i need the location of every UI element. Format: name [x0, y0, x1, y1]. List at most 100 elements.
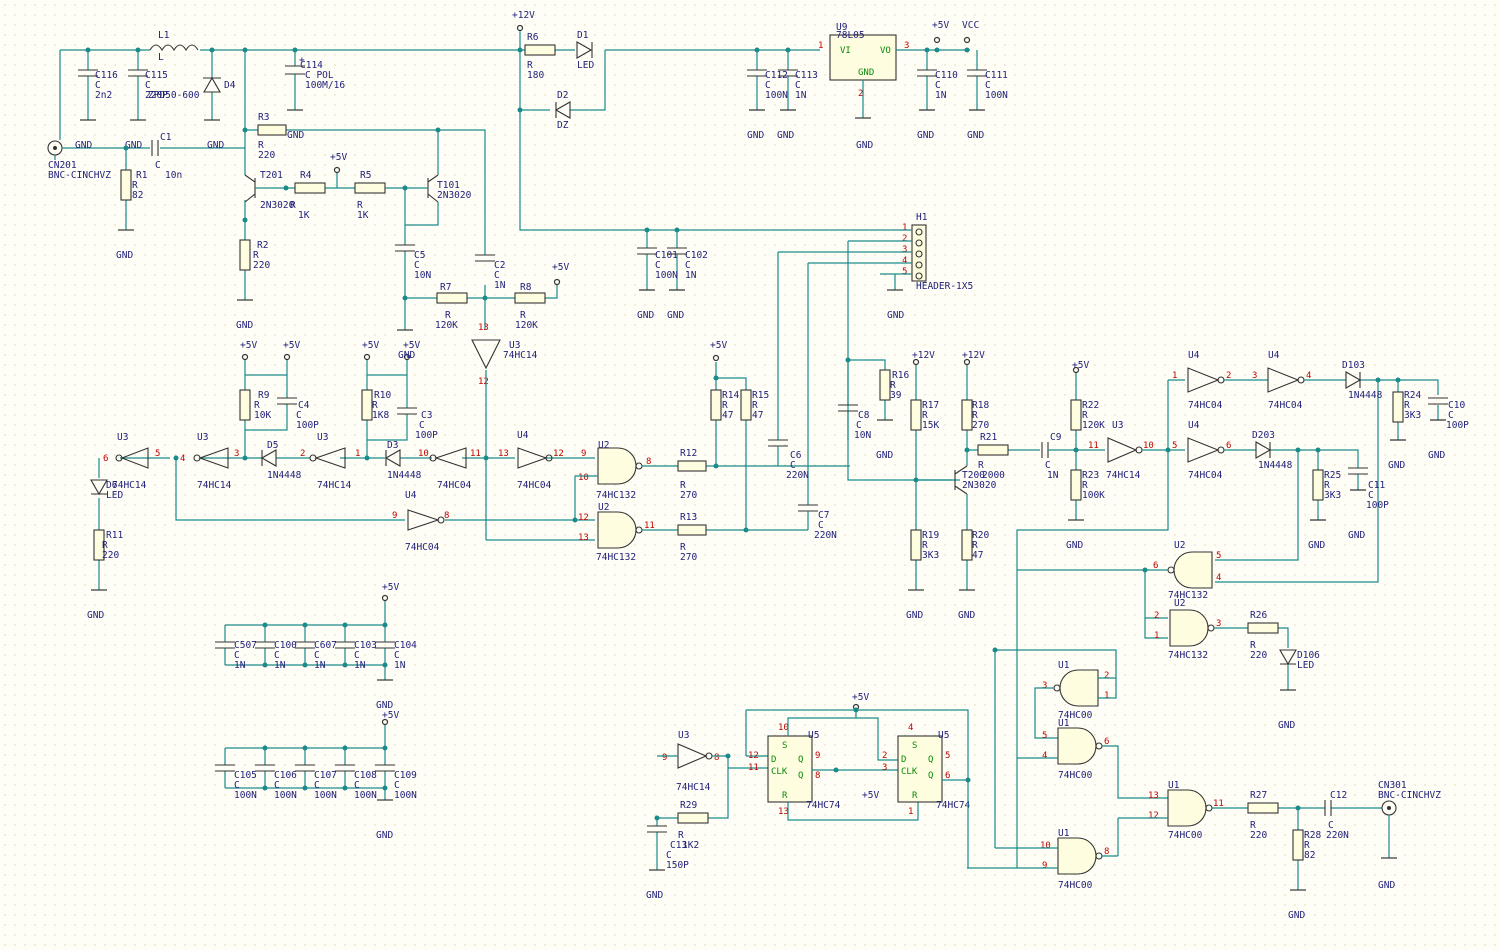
svg-text:10: 10 — [418, 449, 429, 459]
svg-text:D: D — [901, 755, 906, 765]
r7-type: R — [445, 310, 451, 321]
gnd-r2: GND — [236, 320, 253, 331]
svg-text:9: 9 — [662, 753, 667, 763]
c2-type: C — [494, 270, 500, 281]
u1-c-ref: U1 — [1168, 780, 1180, 791]
r22-type: R — [1082, 410, 1088, 421]
svg-text:9: 9 — [392, 511, 397, 521]
c115-value: 220P — [145, 90, 168, 101]
svg-text:5: 5 — [945, 751, 950, 761]
u4-a-value: 74HC04 — [437, 480, 472, 491]
d3-ref: D3 — [387, 440, 398, 451]
u4-d-value: 74HC04 — [1188, 400, 1223, 411]
u3-b-value: 74HC14 — [197, 480, 232, 491]
r27-ref: R27 — [1250, 790, 1267, 801]
d203-ref: D203 — [1252, 430, 1275, 441]
svg-text:S: S — [782, 741, 787, 751]
svg-text:1: 1 — [1172, 371, 1177, 381]
svg-text:5: 5 — [1216, 551, 1221, 561]
svg-text:12: 12 — [748, 751, 759, 761]
vcc-u9: VCC — [962, 20, 979, 31]
gnd-c112: GND — [747, 130, 764, 141]
c114-value: 100M/16 — [305, 80, 345, 91]
c9-ref: C9 — [1050, 432, 1062, 443]
gnd-u9: GND — [856, 140, 873, 151]
u5-a-ref: U5 — [808, 730, 819, 741]
c12-type: C — [1328, 820, 1334, 831]
u3-c-ref: U3 — [317, 432, 328, 443]
u4-d-ref: U4 — [1188, 350, 1200, 361]
h1-value: HEADER-1X5 — [916, 281, 973, 292]
u3-c-value: 74HC14 — [317, 480, 352, 491]
c12-value: 220N — [1326, 830, 1349, 841]
r14-type: R — [722, 400, 728, 411]
c6-ref: C6 — [790, 450, 802, 461]
u4-c-value: 74HC04 — [405, 542, 440, 553]
r3-value: 220 — [258, 150, 275, 161]
c100-type: C — [274, 650, 280, 661]
svg-text:2: 2 — [300, 449, 305, 459]
t201-ref: T201 — [260, 170, 283, 181]
p5-u5-bottom: +5V — [862, 790, 879, 801]
r6-ref: R6 — [527, 32, 539, 43]
cn301-value: BNC-CINCHVZ — [1378, 790, 1441, 801]
svg-text:8: 8 — [646, 457, 651, 467]
t200-ref: T200 — [962, 470, 985, 481]
gnd-c113: GND — [777, 130, 794, 141]
c109-ref: C109 — [394, 770, 417, 781]
r26-value: 220 — [1250, 650, 1267, 661]
c507-ref: C507 — [234, 640, 257, 651]
gnd-r24: GND — [1388, 460, 1405, 471]
c108-type: C — [354, 780, 360, 791]
u1-d-ref: U1 — [1058, 828, 1070, 839]
c113-type: C — [795, 80, 801, 91]
u1-d-value: 74HC00 — [1058, 880, 1093, 891]
svg-text:8: 8 — [444, 511, 449, 521]
svg-text:4: 4 — [1306, 371, 1311, 381]
gnd-r23: GND — [1066, 540, 1083, 551]
c5-ref: C5 — [414, 250, 425, 261]
svg-text:2: 2 — [1104, 671, 1109, 681]
r2-ref: R2 — [257, 240, 268, 251]
svg-text:5: 5 — [1172, 441, 1177, 451]
r1-ref: R1 — [136, 170, 148, 181]
r4-ref: R4 — [300, 170, 312, 181]
d5-value: 1N4448 — [267, 470, 302, 481]
c102-ref: C102 — [685, 250, 708, 261]
d106-ref: D106 — [1297, 650, 1320, 661]
svg-text:11: 11 — [470, 449, 481, 459]
gnd-r19: GND — [906, 610, 923, 621]
c108-value: 100N — [354, 790, 377, 801]
svg-text:9: 9 — [815, 751, 820, 761]
c111-value: 100N — [985, 90, 1008, 101]
c10-ref: C10 — [1448, 400, 1465, 411]
r15-value: 47 — [752, 410, 763, 421]
gnd-c101: GND — [637, 310, 654, 321]
c115-type: C — [145, 80, 151, 91]
r29-type: R — [678, 830, 684, 841]
gnd-h1: GND — [887, 310, 904, 321]
r1-value: 82 — [132, 190, 143, 201]
u2-d-ref: U2 — [1174, 598, 1185, 609]
r15-ref: R15 — [752, 390, 769, 401]
svg-text:Q: Q — [798, 755, 803, 765]
svg-text:3: 3 — [902, 245, 907, 255]
svg-text:CLK: CLK — [901, 767, 918, 777]
r14-value: 47 — [722, 410, 733, 421]
u3-a-value: 74HC14 — [112, 480, 147, 491]
r2-type: R — [253, 250, 259, 261]
r13-type: R — [680, 542, 686, 553]
l1-value: L — [158, 52, 164, 63]
r11-value: 220 — [102, 550, 119, 561]
gnd-r3: GND — [287, 130, 304, 141]
svg-text:10: 10 — [1143, 441, 1154, 451]
r26-ref: R26 — [1250, 610, 1267, 621]
d4-value: ZPD50-600 — [148, 90, 200, 101]
d1-ref: D1 — [577, 30, 589, 41]
u2-b-value: 74HC132 — [596, 552, 636, 563]
c4-type: C — [296, 410, 302, 421]
c105-value: 100N — [234, 790, 257, 801]
r8-type: R — [520, 310, 526, 321]
